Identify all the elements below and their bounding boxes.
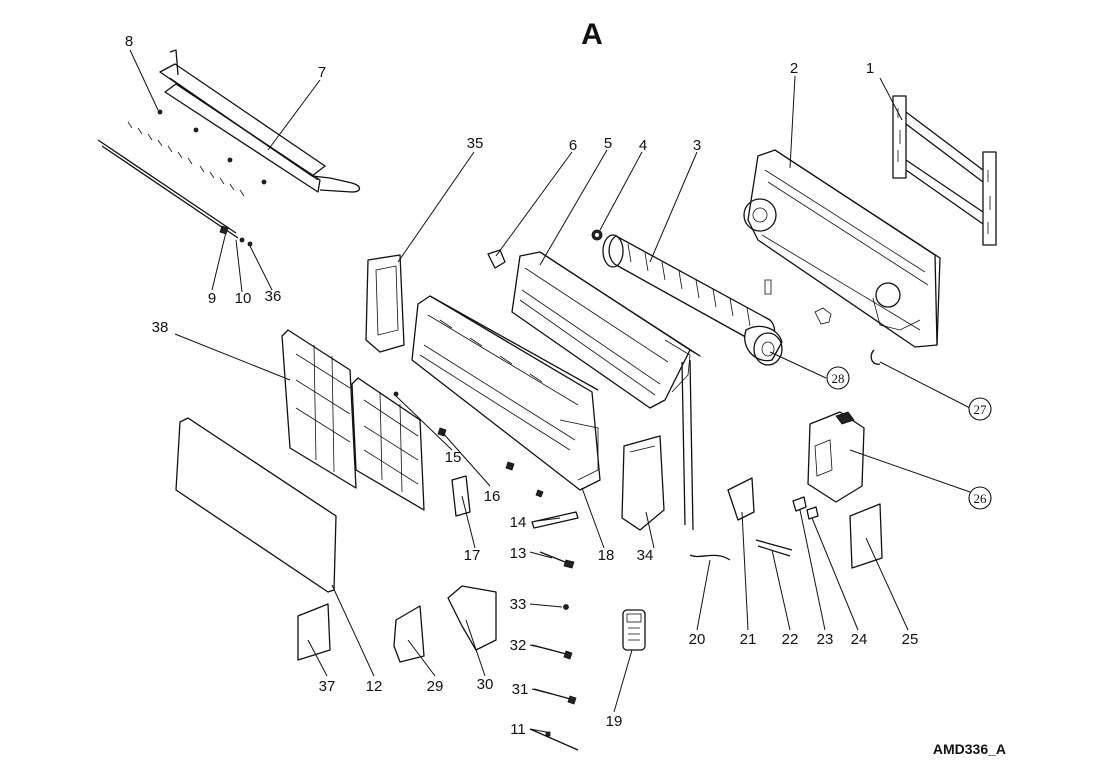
label-20: 20 <box>689 631 706 648</box>
part-21-cover <box>727 477 755 521</box>
part-5-evaporator <box>511 251 701 409</box>
label-4: 4 <box>639 137 647 154</box>
part-37-cover <box>297 603 331 661</box>
label-29: 29 <box>427 678 444 695</box>
part-number-labels: 1 2 3 4 5 6 7 8 9 10 11 12 13 14 15 16 1… <box>125 33 919 738</box>
label-2: 2 <box>790 60 798 77</box>
part-13-component <box>539 551 575 569</box>
part-8-screws <box>157 109 267 185</box>
label-15: 15 <box>445 449 462 466</box>
label-8: 8 <box>125 33 133 50</box>
label-28: 28 <box>832 371 845 386</box>
part-22-sensor <box>755 539 793 557</box>
part-7-louver-assembly <box>159 49 361 193</box>
label-25: 25 <box>902 631 919 648</box>
label-38: 38 <box>152 319 169 336</box>
label-14: 14 <box>510 514 527 531</box>
label-22: 22 <box>782 631 799 648</box>
part-23-terminal <box>792 496 807 512</box>
label-30: 30 <box>477 676 494 693</box>
label-32: 32 <box>510 637 527 654</box>
label-1: 1 <box>866 60 874 77</box>
label-18: 18 <box>598 547 615 564</box>
model-code: AMD336_A <box>933 741 1006 757</box>
part-18-front-panel-frame <box>411 295 601 491</box>
part-36-screw <box>247 241 253 247</box>
part-24-terminal <box>806 506 819 520</box>
circle-28 <box>826 366 850 390</box>
label-11: 11 <box>510 721 526 738</box>
part-9-10-link-bar <box>97 139 245 243</box>
part-29-cover <box>393 605 425 663</box>
label-31: 31 <box>512 681 529 698</box>
circled-labels: 26 27 28 <box>826 366 992 510</box>
part-14-holder <box>531 511 579 529</box>
diagram-title: A <box>581 18 603 51</box>
part-6-clip <box>487 249 506 269</box>
circle-26 <box>968 486 992 510</box>
label-33: 33 <box>510 596 527 613</box>
label-9: 9 <box>208 290 216 307</box>
part-17-bracket <box>451 475 471 517</box>
label-35: 35 <box>467 135 484 152</box>
part-20-wire <box>689 554 731 561</box>
label-19: 19 <box>606 713 623 730</box>
label-5: 5 <box>604 135 612 152</box>
part-34-side-cover <box>621 435 665 531</box>
circle-27 <box>968 397 992 421</box>
label-34: 34 <box>637 547 654 564</box>
leader-lines <box>129 49 971 733</box>
part-35-side-cover <box>365 254 405 353</box>
parts-15-16-small-hardware <box>393 391 544 498</box>
label-6: 6 <box>569 137 577 154</box>
label-27: 27 <box>974 402 988 417</box>
label-26: 26 <box>974 491 988 506</box>
part-30-cover <box>447 585 497 651</box>
drain-hose <box>681 359 694 531</box>
label-24: 24 <box>851 631 868 648</box>
part-27-clip <box>870 349 881 365</box>
label-17: 17 <box>464 547 481 564</box>
part-38-air-filter <box>281 329 425 511</box>
label-10: 10 <box>235 290 252 307</box>
label-13: 13 <box>510 545 527 562</box>
part-11-component <box>529 728 579 751</box>
part-2-back-chassis <box>743 149 941 348</box>
part-1-mounting-plate <box>892 95 997 246</box>
vertical-vane-set <box>127 121 245 197</box>
part-33-component <box>563 604 569 610</box>
label-7: 7 <box>318 64 326 81</box>
label-21: 21 <box>740 631 757 648</box>
part-19-remote-control <box>622 609 646 651</box>
part-25-cover <box>849 503 883 569</box>
label-37: 37 <box>319 678 336 695</box>
part-28-fan-motor <box>744 325 783 366</box>
label-36: 36 <box>265 288 282 305</box>
label-23: 23 <box>817 631 834 648</box>
label-16: 16 <box>484 488 501 505</box>
part-4-bearing <box>591 229 603 241</box>
label-3: 3 <box>693 137 701 154</box>
part-26-control-box <box>807 411 865 503</box>
label-12: 12 <box>366 678 383 695</box>
